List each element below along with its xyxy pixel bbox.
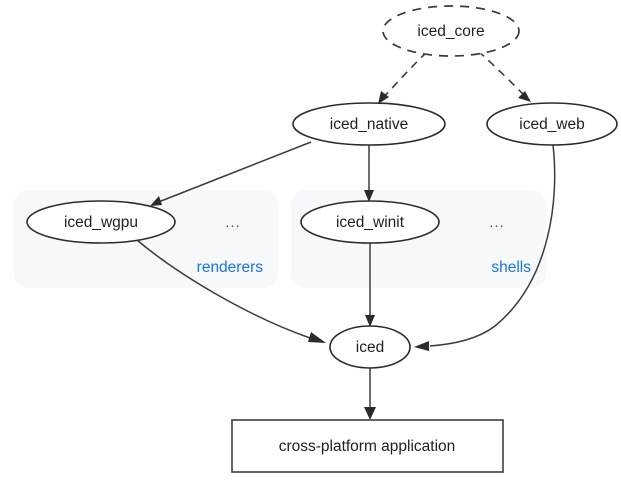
edge-core-to-native (378, 51, 428, 104)
edge-web-to-iced (414, 144, 556, 351)
node-iced-web-label: iced_web (519, 116, 585, 133)
node-cross-platform-application-shape[interactable] (231, 419, 504, 473)
edge-winit-to-iced (365, 243, 375, 327)
node-iced-winit-label: iced_winit (336, 214, 405, 231)
edge-native-to-winit-arrowhead (364, 190, 374, 202)
node-iced-core[interactable]: iced_core (382, 5, 520, 57)
node-iced-core-shape[interactable] (382, 5, 520, 57)
node-cross-platform-application-label: cross-platform application (279, 438, 456, 455)
edge-wgpu-to-iced (136, 239, 326, 343)
edge-web-to-iced-arrowhead (414, 341, 429, 351)
edge-native-to-wgpu-arrowhead (150, 196, 162, 206)
edge-iced-to-application-arrowhead (364, 407, 376, 420)
edge-web-to-iced-line (429, 144, 556, 347)
node-iced-winit-shape[interactable] (300, 200, 440, 244)
edge-core-to-native-arrowhead (378, 91, 389, 104)
cluster-shells-label: shells (491, 259, 531, 276)
edge-native-to-wgpu-line (155, 141, 312, 204)
edge-winit-to-iced-arrowhead (365, 315, 375, 327)
edge-wgpu-to-iced-arrowhead (308, 332, 326, 343)
node-cross-platform-application[interactable]: cross-platform application (231, 419, 504, 473)
edge-core-to-web-line (477, 50, 527, 98)
node-iced-core-label: iced_core (417, 23, 484, 40)
edge-core-to-web (477, 50, 531, 102)
edge-native-to-wgpu (150, 141, 312, 206)
node-iced-wgpu[interactable]: iced_wgpu (26, 200, 176, 244)
edge-native-to-winit (364, 145, 374, 202)
cluster-renderers-ellipsis: ... (225, 214, 241, 231)
node-iced-shape[interactable] (329, 325, 411, 369)
cluster-renderers-label: renderers (197, 259, 264, 276)
node-iced-native-shape[interactable] (292, 102, 446, 146)
node-iced-winit[interactable]: iced_winit (300, 200, 440, 244)
node-iced-native-label: iced_native (330, 116, 408, 133)
node-iced-web-shape[interactable] (486, 102, 618, 146)
node-iced-wgpu-shape[interactable] (26, 200, 176, 244)
edge-core-to-native-line (381, 51, 428, 100)
node-iced-wgpu-label: iced_wgpu (64, 214, 138, 231)
cluster-shells-ellipsis: ... (489, 214, 505, 231)
edge-core-to-web-arrowhead (518, 91, 531, 102)
node-iced[interactable]: iced (329, 325, 411, 369)
edge-wgpu-to-iced-line (136, 239, 311, 339)
node-iced-web[interactable]: iced_web (486, 102, 618, 146)
node-iced-native[interactable]: iced_native (292, 102, 446, 146)
node-iced-label: iced (356, 339, 384, 356)
edge-iced-to-application (364, 368, 376, 420)
